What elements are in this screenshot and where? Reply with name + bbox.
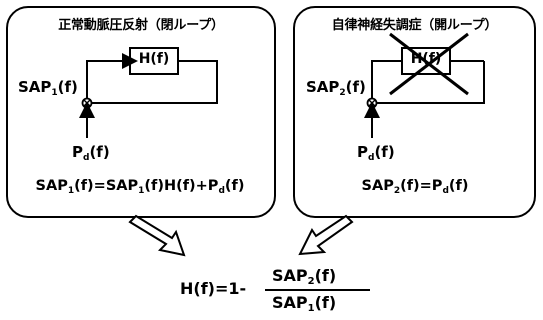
closed-loop-equation: SAP1(f)=SAP1(f)H(f)+Pd(f) [35, 178, 245, 196]
h-block-label: H(f) [138, 51, 170, 67]
open-loop-panel: 自律神経失調症（開ループ） [293, 6, 536, 218]
open-loop-diagram [364, 32, 485, 138]
pd-right-label: Pd(f) [357, 143, 395, 163]
closed-loop-diagram [79, 47, 218, 138]
hollow-arrow-right-icon [298, 214, 354, 256]
sap2-label: SAP2(f) [306, 78, 366, 98]
hollow-arrow-left-icon [128, 214, 186, 257]
closed-loop-panel: 正常動脈圧反射（閉ループ） [6, 6, 276, 218]
closed-loop-title: 正常動脈圧反射（閉ループ） [58, 18, 224, 33]
open-loop-equation: SAP2(f)=Pd(f) [361, 178, 469, 196]
result-numerator: SAP2(f) [272, 266, 337, 287]
pd-left-label: Pd(f) [72, 143, 110, 163]
open-loop-title: 自律神経失調症（開ループ） [331, 18, 498, 33]
result-denominator: SAP1(f) [272, 293, 337, 314]
result-lhs: H(f)=1- [180, 279, 247, 298]
h-block-box [129, 47, 179, 75]
sap1-label: SAP1(f) [18, 78, 78, 98]
h-block-label-crossed: H(f) [410, 51, 442, 67]
